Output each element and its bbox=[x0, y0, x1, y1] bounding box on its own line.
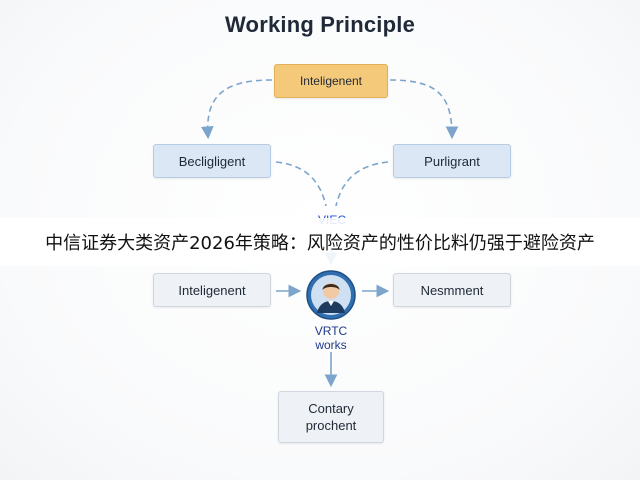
arrow-left1-to-center bbox=[275, 161, 327, 207]
diagram-title: Working Principle bbox=[224, 12, 416, 37]
node-right-1: Purligrant bbox=[393, 144, 511, 178]
node-right-2-label: Nesmment bbox=[420, 282, 484, 298]
arrow-top-to-left bbox=[200, 79, 273, 140]
person-icon bbox=[306, 270, 356, 320]
arrow-right1-to-center bbox=[335, 161, 389, 207]
caption-banner: 中信证券大类资产2026年策略：风险资产的性价比料仍强于避险资产 bbox=[0, 218, 640, 266]
node-top: Inteligenent bbox=[274, 64, 388, 98]
node-right-2: Nesmment bbox=[393, 273, 511, 307]
node-right-1-label: Purligrant bbox=[424, 153, 480, 169]
arrow-top-to-right bbox=[389, 79, 459, 140]
caption-banner-text: 中信证券大类资产2026年策略：风险资产的性价比料仍强于避险资产 bbox=[45, 233, 595, 254]
node-bottom-label: Contary prochent bbox=[305, 401, 357, 433]
node-left-1: Becligligent bbox=[153, 144, 271, 178]
node-bottom: Contary prochent bbox=[278, 391, 384, 443]
center-lower-text: VRTC works bbox=[314, 324, 348, 352]
node-left-2: Inteligenent bbox=[153, 273, 271, 307]
node-left-2-label: Inteligenent bbox=[178, 282, 246, 298]
node-left-1-label: Becligligent bbox=[178, 153, 246, 169]
node-top-label: Inteligenent bbox=[299, 73, 363, 88]
center-lower-label: VRTC works bbox=[296, 324, 366, 352]
